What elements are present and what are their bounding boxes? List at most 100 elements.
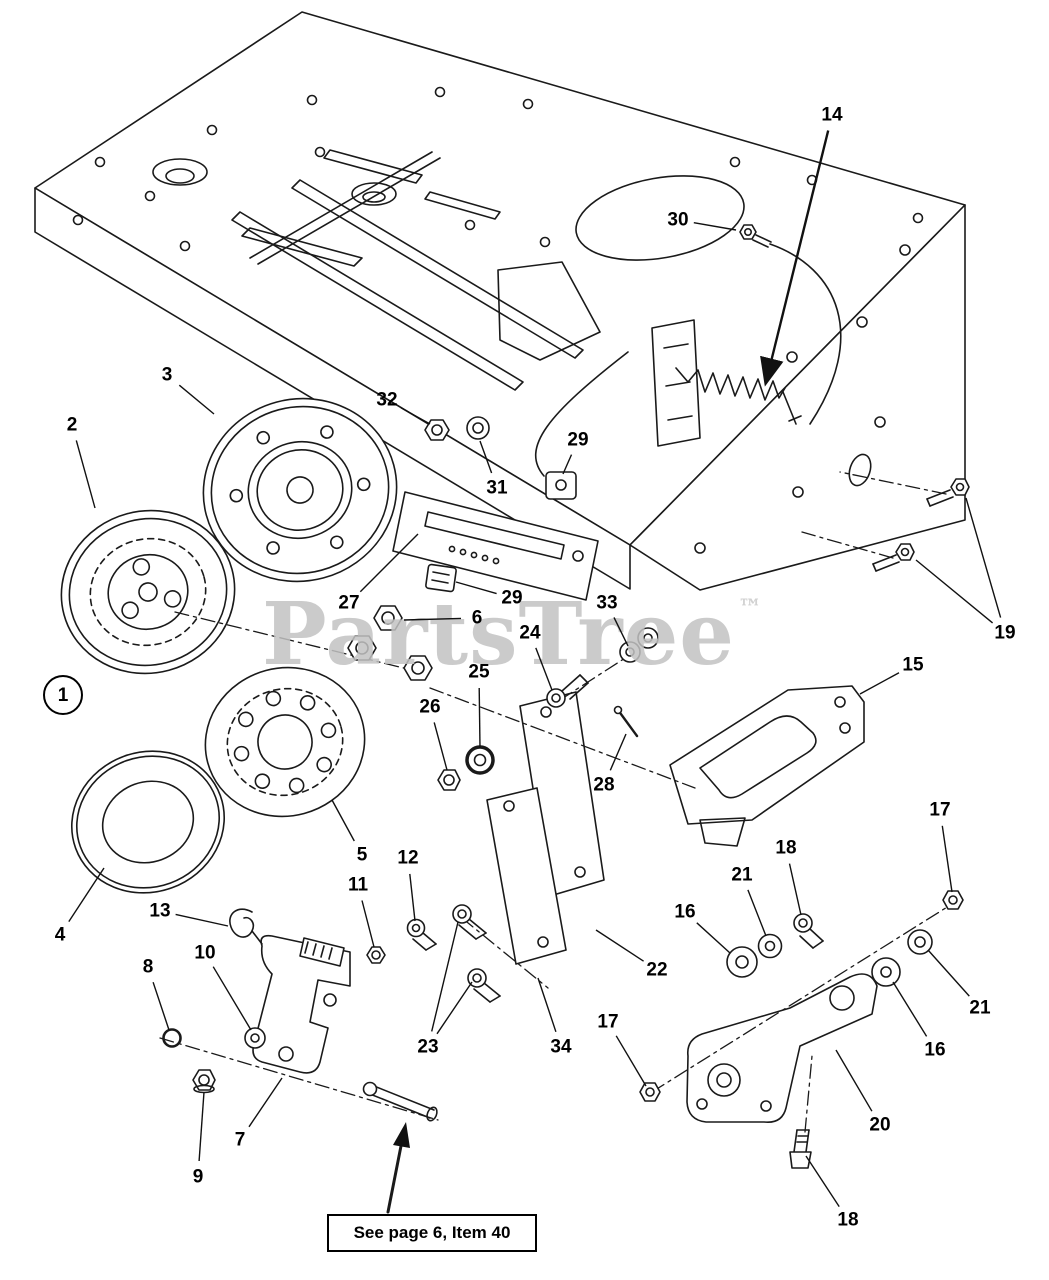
part-label-1: 1 <box>43 675 83 715</box>
leader-line-14 <box>760 130 830 387</box>
leader-line-29 <box>562 454 573 475</box>
leader-line-13 <box>175 913 229 927</box>
leader-line-7 <box>248 1077 283 1128</box>
pulley-2-part <box>60 509 236 675</box>
part-label-18: 18 <box>775 837 797 859</box>
clip-29b-part <box>425 563 457 593</box>
nut-9-part <box>192 1069 216 1094</box>
part-label-29: 29 <box>567 429 589 451</box>
part-label-22: 22 <box>646 959 668 981</box>
washers-33-part <box>619 627 659 663</box>
part-label-10: 10 <box>194 942 216 964</box>
plate-27-part <box>392 491 599 601</box>
leader-line-17 <box>941 825 953 893</box>
leader-line-32 <box>400 407 431 425</box>
leader-line-9 <box>198 1091 205 1162</box>
leader-line-16 <box>696 922 731 954</box>
leader-line-8 <box>152 981 170 1031</box>
leader-line-27 <box>359 533 419 593</box>
washer-21a-part <box>757 933 783 959</box>
spacer-16a-part <box>726 946 758 978</box>
leader-line-23 <box>436 981 473 1035</box>
pulley-5-part <box>204 666 366 818</box>
pin-13-part <box>229 908 263 945</box>
washer-10-part <box>244 1027 266 1049</box>
note-arrow <box>386 1122 410 1214</box>
part-label-16-2: 16 <box>924 1039 946 1061</box>
oring-8-part <box>162 1028 182 1048</box>
part-label-30: 30 <box>667 209 689 231</box>
part-label-18-2: 18 <box>837 1209 859 1231</box>
bracket-20-part <box>686 973 878 1124</box>
chassis <box>34 11 966 591</box>
cable-2 <box>534 351 629 477</box>
nut-17a-part <box>639 1082 661 1102</box>
bolt-30-part <box>739 224 772 248</box>
part-label-19: 19 <box>994 622 1016 644</box>
leader-line-30 <box>693 222 737 231</box>
leader-line-19 <box>965 497 1002 618</box>
nut-32-part <box>424 419 450 441</box>
part-label-7: 7 <box>234 1129 246 1151</box>
leader-line-11 <box>361 900 375 948</box>
rod-item-part <box>362 1081 438 1122</box>
leader-line-33 <box>613 617 629 647</box>
leader-line-21 <box>927 949 970 997</box>
part-label-27: 27 <box>338 592 360 614</box>
spacer-16b-part <box>871 957 901 987</box>
part-label-2: 2 <box>66 414 78 436</box>
leader-line-20 <box>835 1049 873 1112</box>
part-label-31: 31 <box>486 477 508 499</box>
assembly-axes <box>159 471 953 1133</box>
nut-26-part <box>437 769 461 791</box>
leader-line-3 <box>178 384 215 415</box>
leader-line-18 <box>805 1155 840 1207</box>
spring-anchor-bracket <box>651 319 701 447</box>
part-label-14: 14 <box>821 104 843 126</box>
leader-line-21 <box>747 889 767 937</box>
bolt-12-part <box>406 918 437 951</box>
leader-line-28 <box>609 733 627 771</box>
washer-21b-part <box>907 929 933 955</box>
leader-line-23 <box>431 921 459 1032</box>
leader-line-34 <box>537 977 557 1033</box>
bracket-7-part <box>252 934 351 1074</box>
part-label-11: 11 <box>347 874 369 896</box>
part-label-17: 17 <box>929 799 951 821</box>
part-label-29-2: 29 <box>501 587 523 609</box>
part-label-6: 6 <box>471 607 483 629</box>
part-label-34: 34 <box>550 1036 572 1058</box>
leader-line-12 <box>409 873 416 922</box>
leader-line-15 <box>859 672 900 695</box>
leader-line-6 <box>403 617 462 621</box>
part-label-16: 16 <box>674 901 696 923</box>
bolts-19-part <box>872 478 970 572</box>
part-label-33: 33 <box>596 592 618 614</box>
link-plate-34-part <box>486 787 567 965</box>
leader-line-25 <box>478 687 481 749</box>
trademark-symbol: ™ <box>738 593 764 622</box>
bolt-24-part <box>546 674 589 708</box>
part-label-24: 24 <box>519 622 541 644</box>
bolt-18b-part <box>789 1129 812 1169</box>
leader-line-17 <box>615 1035 647 1087</box>
note-text: See page 6, Item 40 <box>353 1223 511 1242</box>
bolt-18a-part <box>793 913 824 949</box>
part-label-20: 20 <box>869 1114 891 1136</box>
nuts-6-part <box>347 605 433 681</box>
part-label-8: 8 <box>142 956 154 978</box>
part-label-28: 28 <box>593 774 615 796</box>
leader-line-16 <box>892 981 928 1037</box>
leader-line-22 <box>595 929 644 962</box>
part-label-3: 3 <box>161 364 173 386</box>
ring-4-part <box>70 750 226 894</box>
clip-29a-part <box>545 471 577 500</box>
part-label-25: 25 <box>468 661 490 683</box>
leader-line-4 <box>68 867 105 922</box>
leader-line-10 <box>212 966 252 1031</box>
